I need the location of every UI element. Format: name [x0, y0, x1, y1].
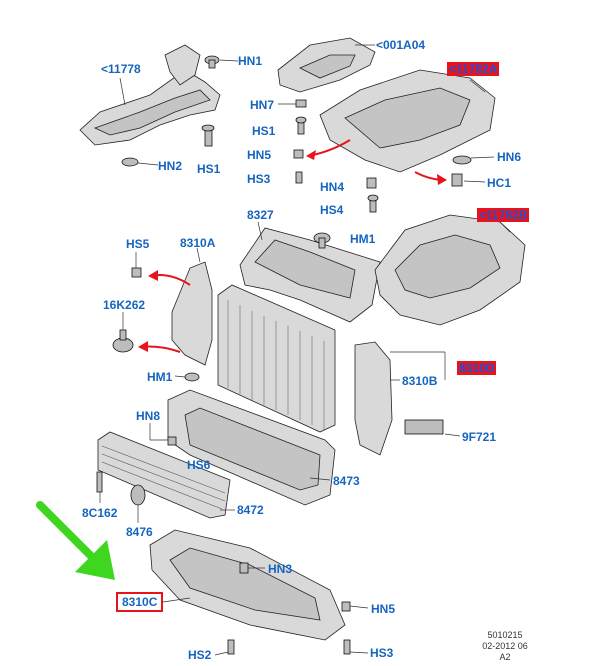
label-hm1-mid: HM1	[147, 370, 173, 384]
footer-line-3: A2	[499, 652, 511, 662]
label-9f721: 9F721	[462, 430, 497, 444]
bracket-8c162	[96, 471, 103, 503]
grille-8472	[97, 431, 235, 519]
label-hn4: HN4	[320, 180, 345, 194]
label-11782b: <11782B	[477, 208, 530, 222]
panel-8327	[239, 221, 381, 323]
hm1-clip-mid	[174, 372, 200, 382]
label-8327: 8327	[247, 208, 274, 222]
carrier-8473	[167, 389, 336, 506]
label-8473: 8473	[333, 474, 360, 488]
label-8310c: 8310C	[116, 592, 164, 612]
shield-8310c	[149, 529, 346, 641]
hn2-nut	[121, 157, 159, 167]
diagram-code: 5010215 02-2012 06 A2	[470, 630, 540, 663]
deflector-8310b	[354, 341, 446, 456]
label-hs1-mid: HS1	[252, 124, 276, 138]
label-8310a: 8310A	[180, 236, 216, 250]
label-hs5: HS5	[126, 237, 150, 251]
shield-11782b	[374, 214, 526, 326]
label-hs6: HS6	[187, 458, 211, 472]
hn1-clip	[204, 55, 239, 69]
label-11778: <11778	[101, 62, 141, 76]
label-hc1: HC1	[487, 176, 512, 190]
hs5-clip	[131, 252, 142, 278]
label-hs4: HS4	[320, 203, 344, 217]
hn5-clip-top	[293, 149, 304, 159]
green-pointer-arrow	[36, 501, 115, 580]
emblem-8476	[130, 484, 146, 523]
hs4-bolt	[367, 194, 379, 213]
hc1-clip	[451, 173, 486, 187]
hs1-bolt-mid	[295, 116, 307, 135]
label-001a04: <001A04	[376, 38, 426, 52]
label-hs3-bottom: HS3	[370, 646, 394, 660]
label-8c162: 8C162	[82, 506, 118, 520]
label-hn2: HN2	[158, 159, 183, 173]
hn6-nut	[452, 155, 495, 165]
hm1-clip-top	[313, 232, 331, 249]
label-16k262: 16K262	[103, 298, 146, 312]
deflector-8310a	[171, 247, 213, 366]
label-hn1-top: HN1	[238, 54, 263, 68]
label-hn7: HN7	[250, 98, 275, 112]
footer-line-2: 02-2012 06	[482, 641, 528, 651]
hn5-clip-bottom	[341, 601, 369, 612]
footer-line-1: 5010215	[487, 630, 523, 640]
shield-001a04	[277, 37, 376, 93]
hs3-bolt-top	[295, 171, 303, 184]
label-8310d: 8310D	[457, 361, 497, 375]
shield-11782a	[319, 69, 496, 173]
label-hs2: HS2	[188, 648, 212, 662]
hn7-clip	[278, 99, 307, 108]
radiator	[217, 284, 336, 433]
shield-11778	[79, 44, 221, 146]
sensor-9f721	[404, 419, 461, 437]
hs1-bolt-left	[201, 124, 215, 147]
label-hn3: HN3	[268, 562, 293, 576]
label-8476: 8476	[126, 525, 153, 539]
label-hm1-top: HM1	[350, 232, 376, 246]
label-hs1-left: HS1	[197, 162, 221, 176]
label-hn6: HN6	[497, 150, 522, 164]
hs2-bolt	[214, 639, 235, 656]
label-8472: 8472	[237, 503, 264, 517]
label-hs3-top: HS3	[247, 172, 271, 186]
hs3-bolt-bottom	[343, 639, 369, 655]
sensor-16k262	[112, 312, 134, 353]
hn3-clip	[239, 562, 265, 574]
label-hn8: HN8	[136, 409, 161, 423]
hn8-clip	[149, 423, 177, 446]
label-8310b: 8310B	[402, 374, 438, 388]
hn4-clip	[366, 177, 377, 189]
label-hn5-bottom: HN5	[371, 602, 396, 616]
label-hn5-top: HN5	[247, 148, 272, 162]
label-11782a: <11782A	[447, 62, 500, 76]
